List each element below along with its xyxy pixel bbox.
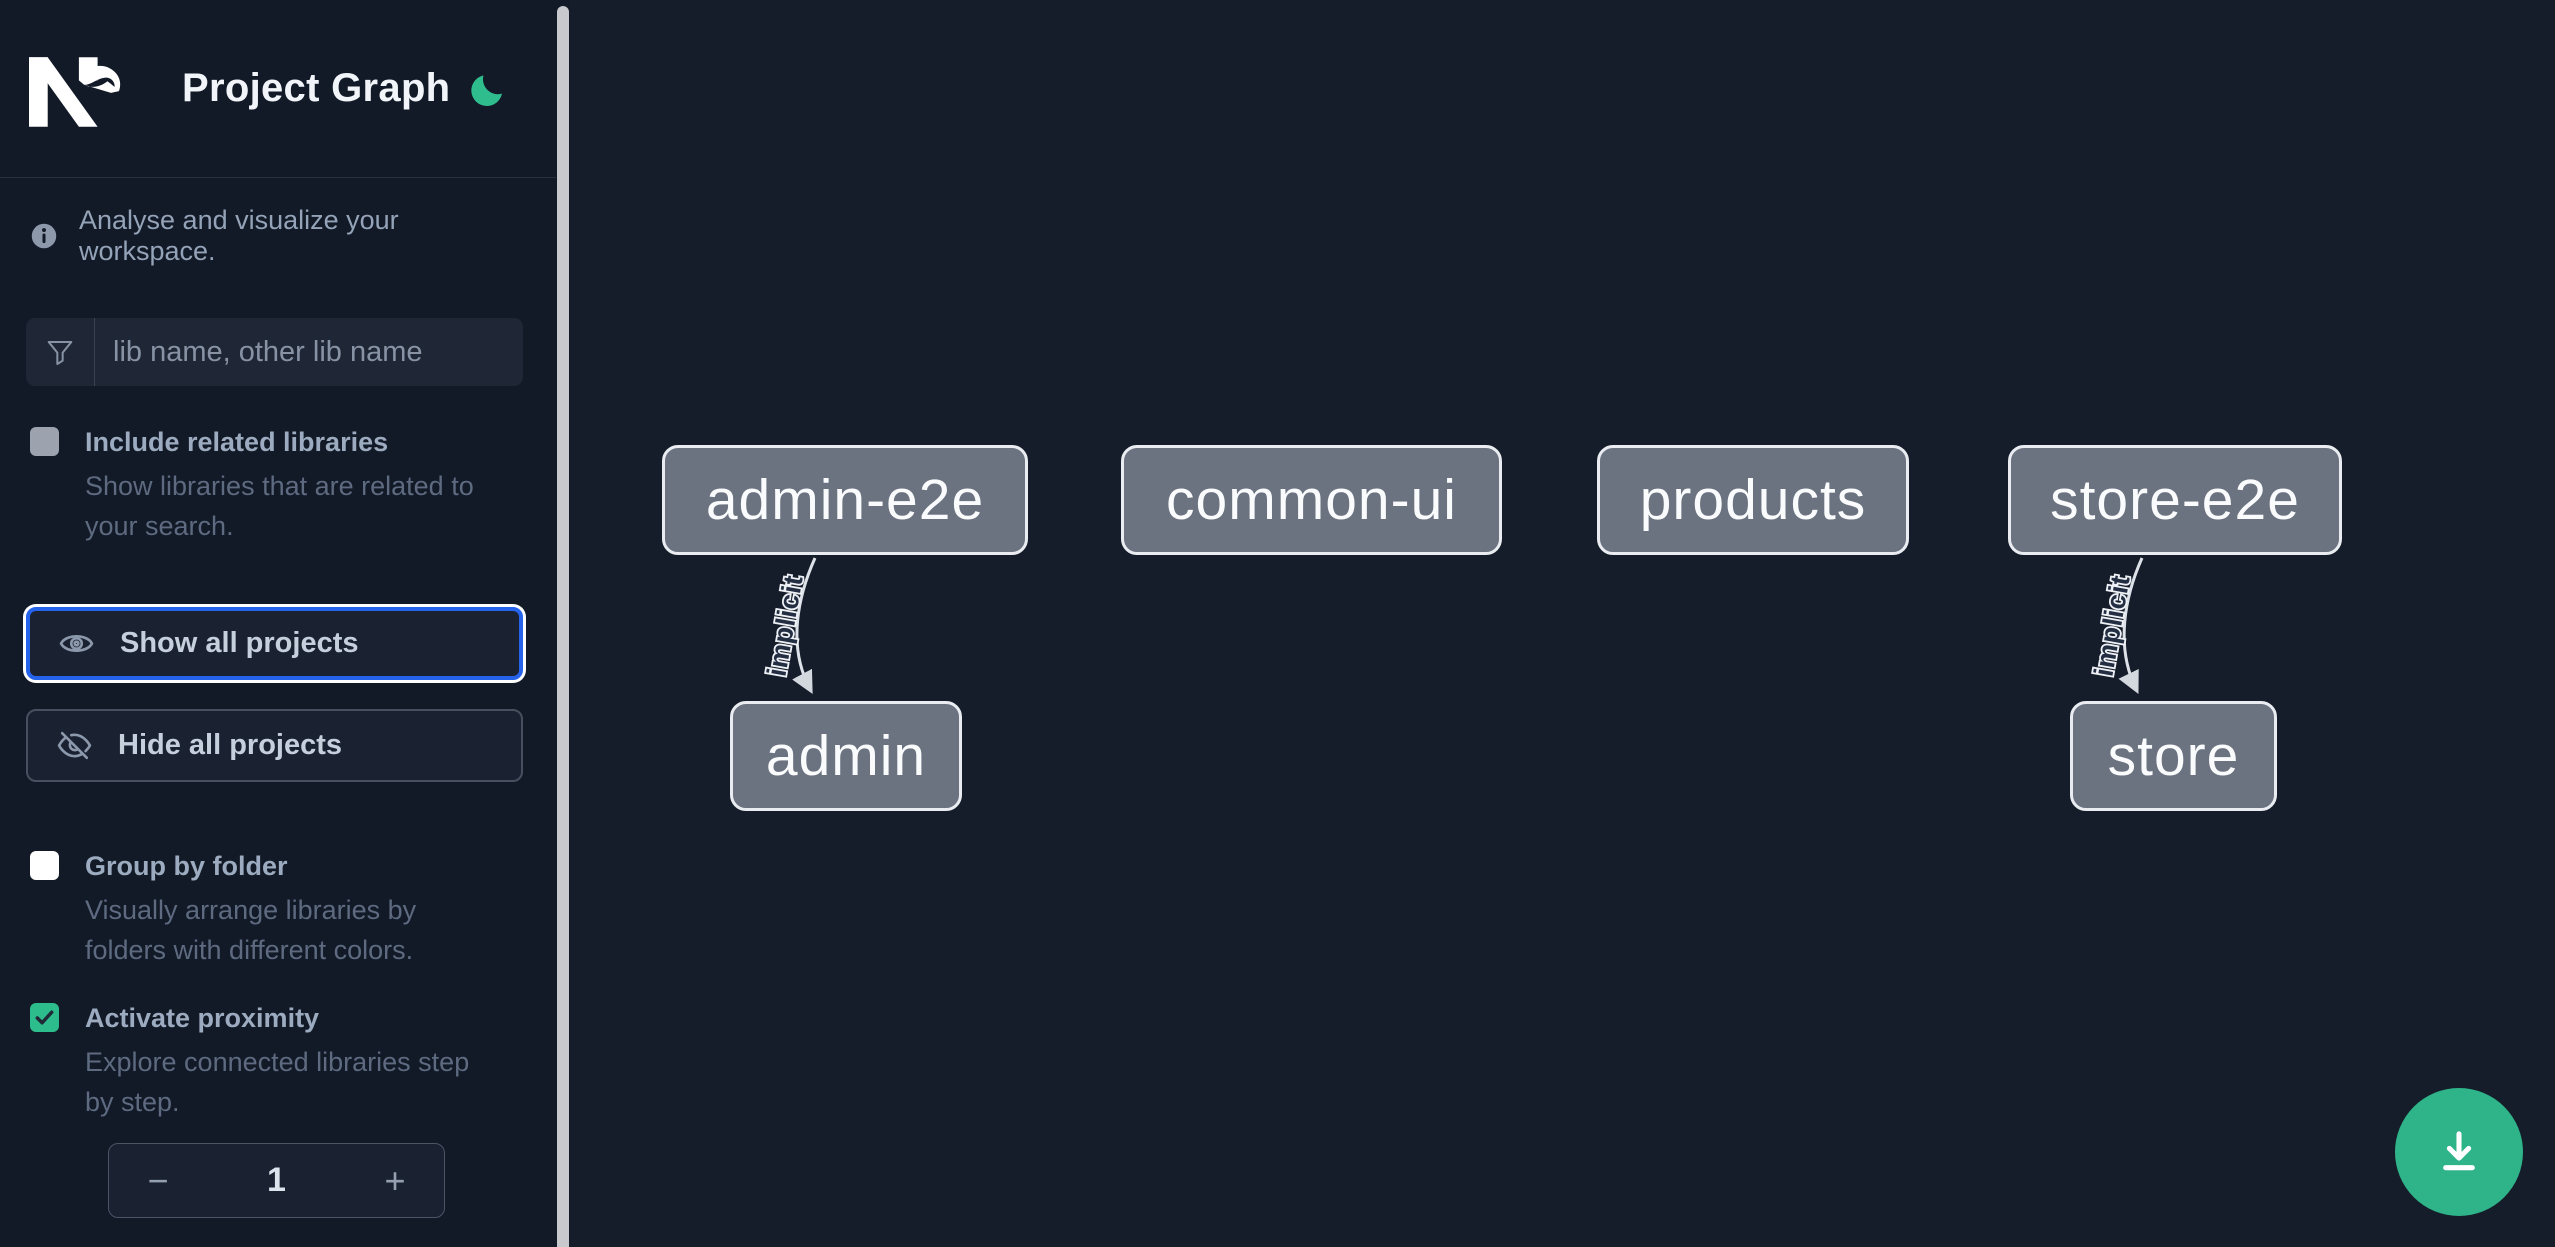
tagline-row: Analyse and visualize your workspace. [30,205,530,266]
group-by-folder-label: Group by folder [85,851,288,881]
sidebar-scrollbar-track [556,0,570,1247]
download-graph-button[interactable] [2395,1088,2523,1216]
activate-proximity-checkbox[interactable] [30,1003,59,1032]
sidebar-header: Project Graph [0,0,556,177]
filter-icon-cell [26,318,95,386]
proximity-value[interactable]: 1 [267,1161,286,1199]
graph-node-products[interactable]: products [1597,445,1909,555]
graph-node-common-ui[interactable]: common-ui [1121,445,1502,555]
moon-icon [471,75,502,106]
eye-icon [59,635,94,652]
graph-edges: implicit implicit [760,557,2144,695]
eye-slash-icon [57,731,92,760]
edge-store-e2e-to-store: implicit [2087,557,2144,695]
sidebar-scrollbar-thumb[interactable] [557,6,569,1247]
edge-label: implicit [2088,572,2135,678]
proximity-decrement-button[interactable]: − [109,1144,207,1217]
graph-node-admin[interactable]: admin [730,701,962,811]
sidebar: Project Graph Analyse and visualize your… [0,0,556,1247]
activate-proximity-label: Activate proximity [85,1003,320,1033]
include-related-description: Show libraries that are related to your … [85,471,474,541]
option-group-by-folder: Group by folder Visually arrange librari… [30,849,530,969]
filter-input[interactable] [95,318,523,386]
theme-toggle-button[interactable] [468,70,508,110]
tagline-text: Analyse and visualize your workspace. [79,205,399,266]
hide-all-projects-label: Hide all projects [118,729,343,761]
header-divider [0,177,556,178]
group-by-folder-checkbox[interactable] [30,851,59,880]
show-all-projects-label: Show all projects [120,627,359,659]
edge-label: implicit [761,572,808,678]
download-icon [2443,1131,2475,1171]
show-all-projects-button[interactable]: Show all projects [26,607,523,680]
filter-box [26,318,523,386]
graph-canvas[interactable]: implicit implicit admin-e2e common-ui pr… [570,0,2555,1247]
info-icon [31,223,57,249]
include-related-label: Include related libraries [85,427,389,457]
check-icon [35,1010,54,1025]
graph-node-admin-e2e[interactable]: admin-e2e [662,445,1028,555]
funnel-icon [47,341,73,365]
hide-all-projects-button[interactable]: Hide all projects [26,709,523,782]
include-related-checkbox[interactable] [30,427,59,456]
group-by-folder-description: Visually arrange libraries by folders wi… [85,895,417,965]
graph-node-store[interactable]: store [2070,701,2277,811]
option-include-related: Include related libraries Show libraries… [30,425,530,545]
edge-admin-e2e-to-admin: implicit [760,557,817,694]
proximity-increment-button[interactable]: + [346,1144,444,1217]
proximity-stepper: − 1 + [108,1143,445,1218]
nx-logo [29,57,121,127]
graph-node-store-e2e[interactable]: store-e2e [2008,445,2342,555]
activate-proximity-description: Explore connected libraries step by step… [85,1047,470,1117]
page-title: Project Graph [182,66,451,110]
option-activate-proximity: Activate proximity Explore connected lib… [30,1001,530,1121]
